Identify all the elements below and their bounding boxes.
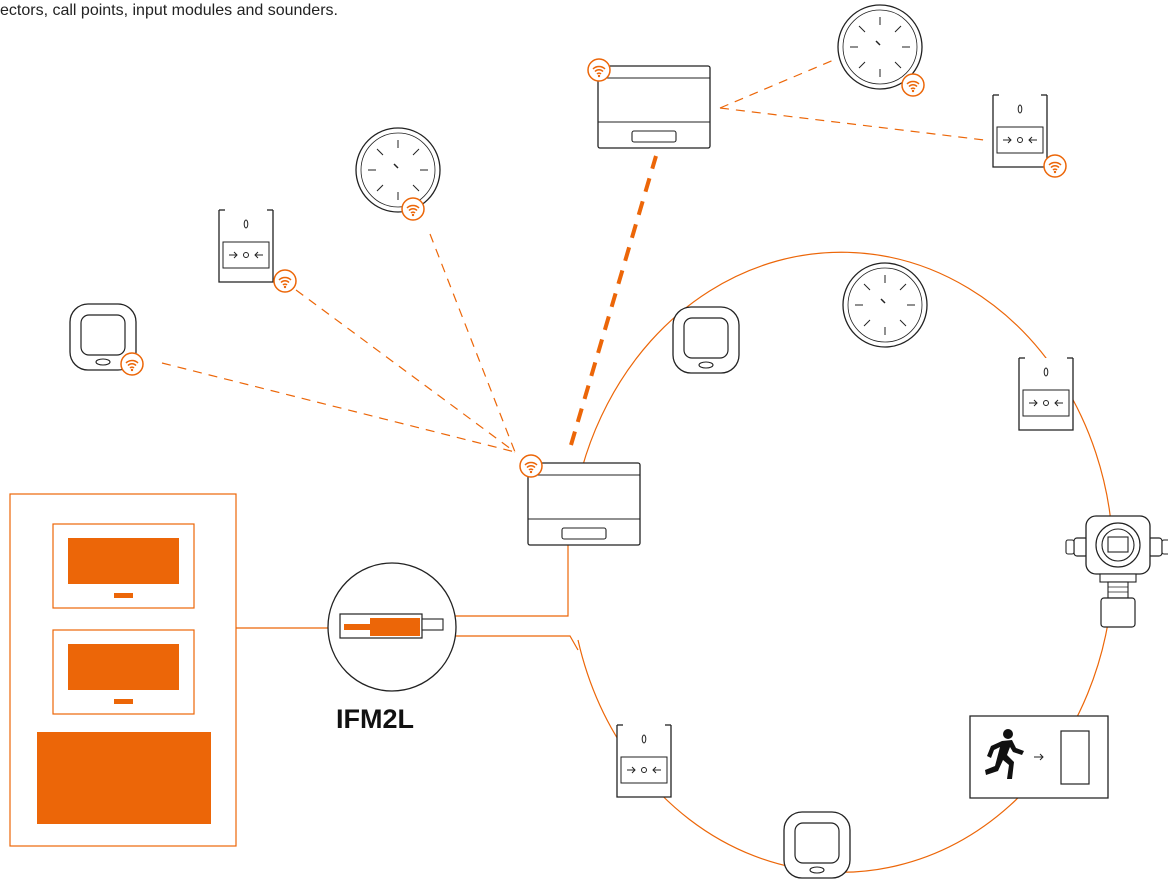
call-point-icon [218, 209, 274, 283]
sounder-icon [672, 306, 740, 374]
wireless-links [161, 58, 985, 453]
call-point-icon [992, 94, 1048, 168]
smoke-detector-icon [842, 262, 928, 348]
ifm2l-module [327, 562, 457, 692]
wireless-icon [401, 197, 425, 221]
wireless-icon [901, 73, 925, 97]
expander-unit [597, 65, 711, 149]
smoke-detector-icon [355, 127, 441, 213]
sounder-icon [783, 811, 851, 879]
panel-base-block [37, 732, 211, 824]
caption-text: ectors, call points, input modules and s… [0, 2, 338, 19]
loop-return-wire [454, 635, 579, 651]
translator-unit [527, 462, 641, 546]
loop-out-wire [454, 540, 569, 617]
wireless-icon [587, 58, 611, 82]
exit-sign-icon [969, 715, 1109, 799]
module-label: IFM2L [336, 704, 414, 734]
wireless-icon [120, 352, 144, 376]
wireless-icon [273, 269, 297, 293]
translator-link [569, 155, 658, 446]
wireless-icon [519, 454, 543, 478]
call-point-icon [1018, 357, 1074, 431]
call-point-icon [616, 724, 672, 798]
control-panel [9, 493, 237, 847]
gas-detector-icon [1065, 515, 1168, 628]
wireless-icon [1043, 154, 1067, 178]
running-man-icon [985, 729, 1024, 779]
